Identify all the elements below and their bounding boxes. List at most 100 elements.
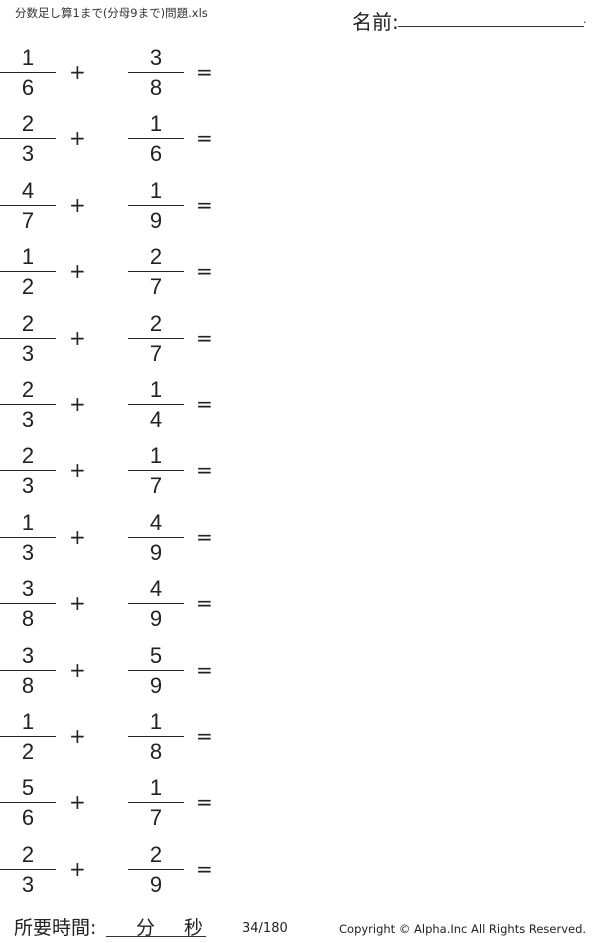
fraction-b: 1 7	[128, 443, 184, 503]
fraction-bar	[0, 470, 56, 472]
fraction-bar	[128, 204, 184, 206]
fraction-a: 5 6	[0, 775, 56, 835]
numerator: 1	[149, 177, 163, 203]
page-number: 34/180	[242, 921, 288, 936]
plus-sign: +	[69, 325, 86, 350]
equals-sign: =	[196, 856, 213, 881]
name-field[interactable]	[398, 26, 584, 27]
fraction-a: 1 2	[0, 244, 56, 304]
problem-row: 1 2 + 2 7 =	[0, 244, 260, 304]
problem-row: 1 2 + 1 8 =	[0, 709, 260, 769]
equals-sign: =	[196, 458, 213, 483]
fraction-bar	[0, 271, 56, 273]
numerator: 3	[21, 576, 35, 602]
problem-row: 3 8 + 5 9 =	[0, 643, 260, 703]
numerator: 1	[21, 244, 35, 270]
denominator: 7	[149, 805, 163, 831]
numerator: 5	[149, 642, 163, 668]
problem-row: 2 3 + 1 7 =	[0, 443, 260, 503]
problem-row: 2 3 + 2 7 =	[0, 311, 260, 371]
fraction-bar	[128, 138, 184, 140]
fraction-b: 1 8	[128, 709, 184, 769]
fraction-a: 3 8	[0, 576, 56, 636]
fraction-b: 2 7	[128, 311, 184, 371]
fraction-a: 1 2	[0, 709, 56, 769]
plus-sign: +	[69, 724, 86, 748]
denominator: 6	[149, 141, 163, 167]
numerator: 2	[21, 111, 35, 137]
problem-row: 5 6 + 1 7 =	[0, 775, 260, 835]
fraction-bar	[128, 404, 184, 405]
numerator: 2	[149, 310, 163, 336]
numerator: 2	[21, 377, 35, 402]
fraction-a: 2 3	[0, 311, 56, 371]
denominator: 9	[149, 539, 163, 565]
numerator: 4	[149, 509, 163, 535]
fraction-b: 1 7	[128, 775, 184, 835]
equals-sign: =	[196, 60, 213, 84]
fraction-b: 4 9	[128, 576, 184, 636]
numerator: 2	[21, 841, 35, 867]
fraction-bar	[128, 536, 184, 538]
numerator: 1	[21, 709, 35, 734]
numerator: 1	[21, 45, 35, 70]
minutes-label: 分	[136, 917, 156, 939]
fraction-bar	[128, 736, 184, 737]
seconds-label: 秒	[184, 917, 204, 939]
plus-sign: +	[69, 392, 86, 416]
denominator: 3	[21, 407, 35, 432]
problem-row: 1 6 + 3 8 =	[0, 45, 260, 105]
denominator: 7	[149, 473, 163, 499]
name-label: 名前:	[352, 10, 399, 34]
fraction-b: 1 6	[128, 111, 184, 171]
equals-sign: =	[196, 392, 213, 416]
problem-row: 2 3 + 2 9 =	[0, 842, 260, 902]
equals-sign: =	[196, 192, 213, 217]
fraction-a: 2 3	[0, 111, 56, 171]
denominator: 4	[149, 407, 163, 432]
denominator: 3	[21, 473, 35, 499]
fraction-b: 2 9	[128, 842, 184, 902]
fraction-a: 1 6	[0, 45, 56, 105]
fraction-bar	[128, 802, 184, 804]
denominator: 8	[21, 606, 35, 632]
numerator: 2	[21, 443, 35, 469]
equals-sign: =	[196, 259, 213, 284]
fraction-bar	[0, 404, 56, 405]
numerator: 3	[21, 642, 35, 668]
plus-sign: +	[69, 856, 86, 881]
fraction-bar	[0, 138, 56, 140]
denominator: 3	[21, 141, 35, 167]
denominator: 3	[21, 340, 35, 366]
denominator: 7	[149, 274, 163, 300]
denominator: 6	[21, 805, 35, 831]
fraction-bar	[128, 603, 184, 605]
problem-row: 2 3 + 1 6 =	[0, 111, 260, 171]
equals-sign: =	[196, 724, 213, 748]
denominator: 9	[149, 207, 163, 233]
equals-sign: =	[196, 325, 213, 350]
fraction-b: 5 9	[128, 643, 184, 703]
denominator: 9	[149, 871, 163, 897]
copyright: Copyright © Alpha.Inc All Rights Reserve…	[339, 922, 587, 936]
fraction-bar	[0, 204, 56, 206]
plus-sign: +	[69, 60, 86, 84]
plus-sign: +	[69, 126, 86, 151]
fraction-b: 1 4	[128, 377, 184, 437]
fraction-bar	[0, 536, 56, 538]
numerator: 3	[149, 45, 163, 70]
fraction-b: 1 9	[128, 178, 184, 238]
fraction-bar	[128, 669, 184, 671]
time-field[interactable]	[106, 936, 206, 937]
fraction-bar	[128, 868, 184, 870]
numerator: 2	[149, 841, 163, 867]
denominator: 3	[21, 539, 35, 565]
fraction-bar	[0, 868, 56, 870]
plus-sign: +	[69, 259, 86, 284]
numerator: 1	[149, 709, 163, 734]
denominator: 6	[21, 75, 35, 100]
equals-sign: =	[196, 126, 213, 151]
equals-sign: =	[196, 657, 213, 682]
denominator: 9	[149, 606, 163, 632]
fraction-bar	[128, 337, 184, 339]
